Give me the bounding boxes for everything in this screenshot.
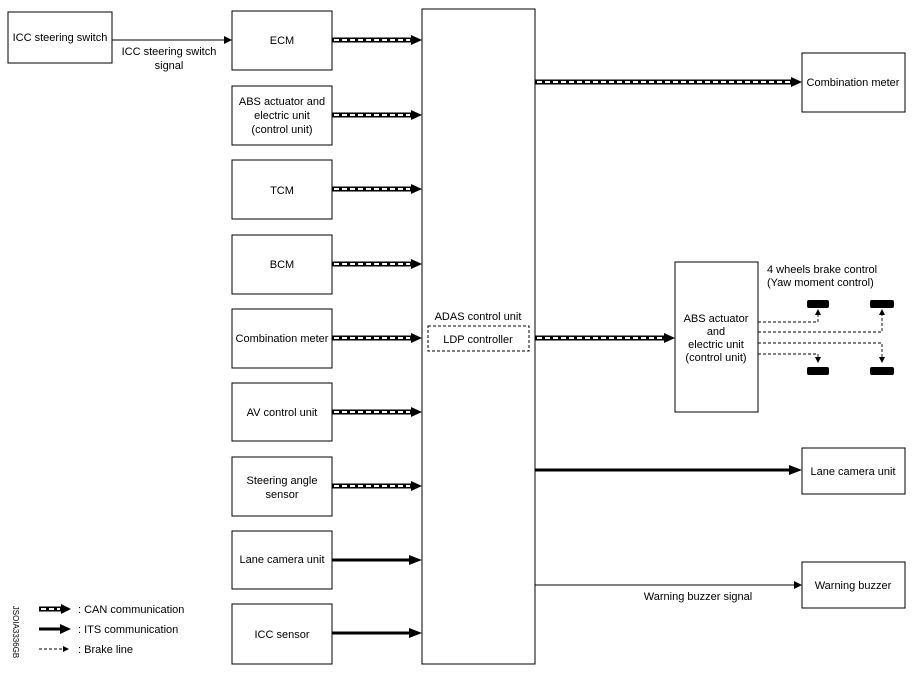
icc-switch-signal-label-1: ICC steering switch (122, 46, 217, 58)
warning-buzzer-box: Warning buzzer (801, 561, 906, 609)
legend-its-label: : ITS communication (78, 624, 178, 636)
legend: : CAN communication : ITS communication … (39, 604, 184, 656)
warning-buzzer-signal-label: Warning buzzer signal (644, 591, 752, 603)
tcm-label: TCM (270, 185, 294, 197)
abs-unit-right-box: ABS actuator and electric unit (control … (674, 261, 759, 413)
ldp-controller-label: LDP controller (443, 334, 513, 346)
can-line-combination-meter-left (332, 333, 422, 343)
can-line-steering-angle (332, 481, 422, 491)
combination-meter-right-label: Combination meter (807, 77, 900, 89)
steering-angle-sensor-box: Steering angle sensor (231, 456, 333, 517)
combination-meter-left-box: Combination meter (231, 308, 333, 369)
steering-angle-line-1: Steering angle (247, 475, 318, 487)
icc-sensor-label: ICC sensor (254, 629, 309, 641)
brake-control-label-2: (Yaw moment control) (767, 277, 874, 289)
abs-right-line-4: (control unit) (685, 352, 746, 364)
icc-sensor-box: ICC sensor (231, 603, 333, 665)
can-line-abs-right (535, 333, 675, 343)
lane-camera-left-label: Lane camera unit (240, 554, 325, 566)
wheel-rear-right-icon (870, 367, 894, 375)
abs-left-line-3: (control unit) (251, 124, 312, 136)
tcm-box: TCM (231, 159, 333, 220)
wheel-front-left-icon (807, 300, 829, 308)
can-line-ecm (332, 35, 422, 45)
steering-angle-line-2: sensor (265, 489, 298, 501)
combination-meter-left-label: Combination meter (236, 333, 329, 345)
its-line-lane-camera-right (535, 465, 802, 475)
can-line-abs-left (332, 110, 422, 120)
lane-camera-unit-right-box: Lane camera unit (801, 447, 906, 495)
bcm-box: BCM (231, 234, 333, 295)
adas-control-unit-label: ADAS control unit (435, 311, 522, 323)
icc-steering-switch-label: ICC steering switch (13, 32, 108, 44)
its-line-icc-sensor (332, 628, 422, 638)
abs-right-line-3: electric unit (688, 339, 744, 351)
lane-camera-right-label: Lane camera unit (811, 466, 896, 478)
icc-switch-signal-label-2: signal (155, 60, 184, 72)
av-control-unit-label: AV control unit (247, 407, 318, 419)
ecm-box: ECM (231, 10, 333, 71)
wheel-rear-left-icon (807, 367, 829, 375)
can-line-tcm (332, 184, 422, 194)
can-line-bcm (332, 259, 422, 269)
brake-lines (758, 309, 885, 363)
abs-left-line-1: ABS actuator and (239, 96, 325, 108)
its-line-lane-camera-left (332, 555, 422, 565)
abs-left-line-2: electric unit (254, 110, 310, 122)
legend-its-symbol (39, 624, 71, 634)
brake-control-label-1: 4 wheels brake control (767, 264, 877, 276)
wheel-front-right-icon (870, 300, 894, 308)
icc-steering-switch-box: ICC steering switch (7, 11, 113, 64)
can-line-av-control (332, 407, 422, 417)
legend-can-symbol (39, 604, 71, 614)
ecm-label: ECM (270, 35, 294, 47)
ldp-controller-box: LDP controller (427, 325, 530, 352)
can-line-combination-meter-right (535, 77, 802, 87)
figure-code: JSOIA3336GB (11, 606, 20, 658)
abs-right-line-1: ABS actuator (684, 313, 749, 325)
lane-camera-unit-left-box: Lane camera unit (231, 530, 333, 590)
legend-brake-label: : Brake line (78, 644, 133, 656)
abs-right-line-2: and (707, 326, 725, 338)
combination-meter-right-box: Combination meter (801, 52, 906, 113)
abs-unit-left-box: ABS actuator and electric unit (control … (231, 85, 333, 146)
av-control-unit-box: AV control unit (231, 382, 333, 442)
bcm-label: BCM (270, 259, 294, 271)
warning-buzzer-label: Warning buzzer (815, 580, 892, 592)
legend-can-label: : CAN communication (78, 604, 184, 616)
